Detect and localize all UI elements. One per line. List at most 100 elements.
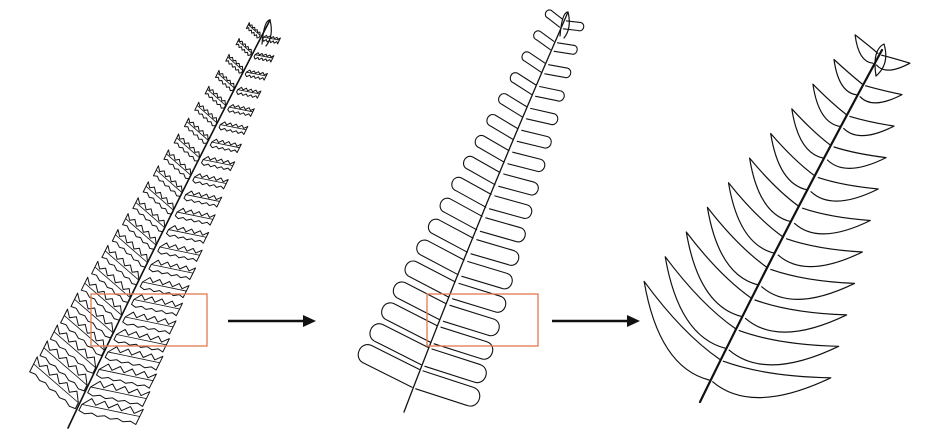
leaflet-right <box>30 357 79 409</box>
leaflet-right <box>123 214 157 250</box>
leaflet-right <box>185 118 209 143</box>
lobe-right <box>545 10 562 27</box>
blade-right <box>855 35 878 63</box>
lobe-right <box>510 73 536 95</box>
smoothed-fern-drawing <box>358 10 584 412</box>
simplified-fern-panel <box>644 35 910 402</box>
leaflet-right <box>102 245 139 284</box>
lobe-left <box>490 196 532 219</box>
blade-left <box>795 208 871 234</box>
lobe-left <box>554 43 577 54</box>
terminal-leaflet <box>560 12 569 38</box>
blade-right <box>834 60 862 95</box>
blade-right <box>729 183 784 254</box>
leaflet-vein <box>125 317 173 327</box>
lobe-right <box>382 303 438 342</box>
blade-left <box>827 147 886 168</box>
leaflet-vein <box>126 219 157 246</box>
leaflet-vein <box>44 348 87 385</box>
lobe-left <box>517 130 551 148</box>
leaflet-vein <box>95 267 130 298</box>
leaflet-left <box>105 347 163 370</box>
blade-right <box>750 158 799 222</box>
leaflet-left <box>245 70 267 80</box>
lobe-right <box>405 261 455 297</box>
lobe-left <box>471 240 519 266</box>
smoothed-highlight-box <box>427 294 538 346</box>
rachis-line <box>68 20 270 428</box>
lobe-left <box>545 65 571 78</box>
lobe-right <box>522 52 545 72</box>
leaflet-left <box>167 226 209 244</box>
lobe-left <box>563 21 583 31</box>
leaflet-left <box>193 174 228 189</box>
lobe-left <box>434 327 493 359</box>
leaflet-vein <box>91 387 147 399</box>
leaflet-left <box>114 329 169 352</box>
blade-right <box>665 257 735 349</box>
blade-left <box>762 269 855 299</box>
leaflet-vein <box>75 299 113 332</box>
leaflet-left <box>158 243 202 262</box>
lobe-left <box>508 152 545 171</box>
lobe-right <box>417 240 464 275</box>
lobe-left <box>536 87 565 102</box>
blade-left <box>877 55 910 70</box>
lobe-left <box>425 349 486 383</box>
leaflet-left <box>79 399 143 425</box>
leaflet-left <box>175 208 215 225</box>
leaflet-right <box>154 166 183 197</box>
leaflet-vein <box>117 334 167 344</box>
arrow-1 <box>228 315 316 327</box>
arrow-2 <box>552 315 640 327</box>
leaflet-left <box>149 260 196 279</box>
blade-left <box>713 361 831 397</box>
detailed-fern-drawing <box>30 20 281 428</box>
leaflet-left <box>228 105 255 117</box>
blade-left <box>729 331 839 365</box>
lobe-left <box>480 218 525 242</box>
leaflet-right <box>164 150 191 179</box>
lobe-left <box>499 174 539 195</box>
leaflet-left <box>132 295 183 316</box>
arrow-2-head-icon <box>627 315 640 327</box>
smoothed-fern-panel <box>358 10 584 412</box>
simplified-fern-drawing <box>644 35 910 402</box>
lobe-right <box>475 135 509 162</box>
lobe-right <box>440 198 482 230</box>
arrow-1-head-icon <box>303 315 316 327</box>
detail-highlight-box <box>91 294 207 346</box>
blade-left <box>746 300 847 332</box>
blade-right <box>644 281 720 380</box>
leaflet-left <box>184 191 222 207</box>
leaflet-left <box>219 122 248 135</box>
leaflet-left <box>210 139 241 152</box>
blade-left <box>778 239 862 267</box>
lobe-left <box>462 262 512 289</box>
lobe-right <box>499 94 527 118</box>
blade-right <box>686 232 751 317</box>
lobe-right <box>370 324 428 365</box>
blade-right <box>771 134 815 190</box>
lobe-right <box>534 31 554 50</box>
leaflet-left <box>237 87 261 98</box>
blade-left <box>811 178 878 202</box>
leaflet-vein <box>108 352 160 363</box>
blade-right <box>813 84 847 126</box>
leaflet-vein <box>34 364 79 403</box>
leaflet-left <box>123 312 176 334</box>
detailed-fern-panel <box>30 20 281 428</box>
lobe-left <box>453 283 506 312</box>
lobe-right <box>358 345 419 388</box>
leaflet-right <box>133 198 165 232</box>
leaflet-vein <box>156 170 182 193</box>
lobe-right <box>393 282 446 320</box>
rachis-line <box>700 50 882 402</box>
leaflet-vein <box>146 186 173 210</box>
leaflet-vein <box>99 369 153 380</box>
lobe-left <box>416 371 480 406</box>
leaflet-right <box>81 277 121 320</box>
leaflet-left <box>202 157 235 171</box>
